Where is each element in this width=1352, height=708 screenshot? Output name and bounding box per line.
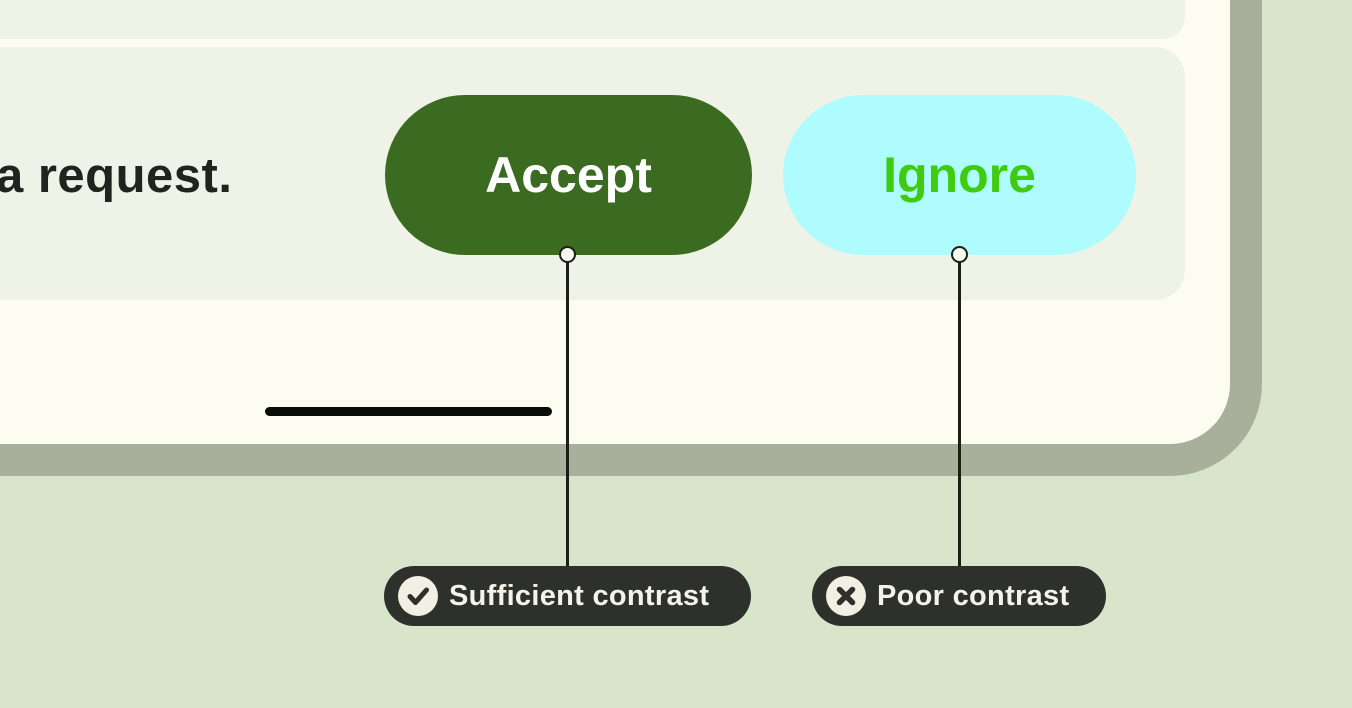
message-text: a request. — [0, 149, 233, 203]
connector-dot-ignore — [951, 246, 968, 263]
ignore-button[interactable]: Ignore — [783, 95, 1136, 255]
x-circle-icon — [826, 576, 866, 616]
poor-contrast-annotation: Poor contrast — [812, 566, 1106, 626]
sufficient-contrast-annotation: Sufficient contrast — [384, 566, 751, 626]
check-circle-icon — [398, 576, 438, 616]
home-indicator-bar — [265, 407, 552, 416]
connector-dot-accept — [559, 246, 576, 263]
top-panel — [0, 0, 1185, 39]
accept-button[interactable]: Accept — [385, 95, 752, 255]
leader-line-accept — [566, 260, 569, 572]
poor-contrast-label: Poor contrast — [877, 579, 1070, 612]
sufficient-contrast-label: Sufficient contrast — [449, 579, 710, 612]
leader-line-ignore — [958, 260, 961, 572]
